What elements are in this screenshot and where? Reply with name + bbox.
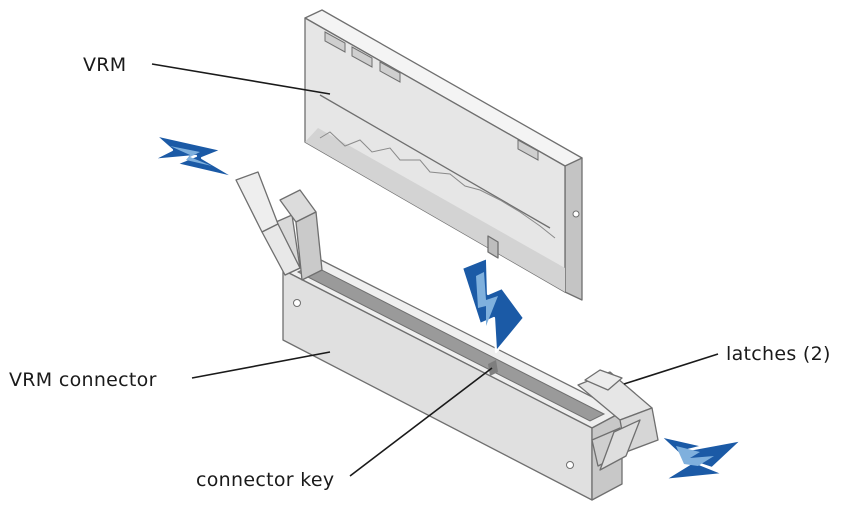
latches-label: latches (2) [726, 343, 831, 365]
right-latch [577, 369, 659, 471]
vrm-module [304, 9, 583, 301]
connector-key-label: connector key [196, 469, 334, 491]
latches-leader [623, 353, 719, 385]
vrm-label: VRM [83, 54, 127, 76]
blue-lightning-arrow-icon [658, 434, 744, 482]
blue-lightning-arrow-icon [150, 133, 238, 180]
vrm-connector-leader [191, 351, 331, 379]
left-latch [235, 171, 323, 281]
blue-lightning-arrow-icon [460, 256, 526, 354]
vrm-leader [151, 63, 331, 95]
connector-key-leader [349, 367, 493, 477]
vrm-connector-label: VRM connector [9, 369, 157, 391]
leader-lines [151, 63, 719, 477]
